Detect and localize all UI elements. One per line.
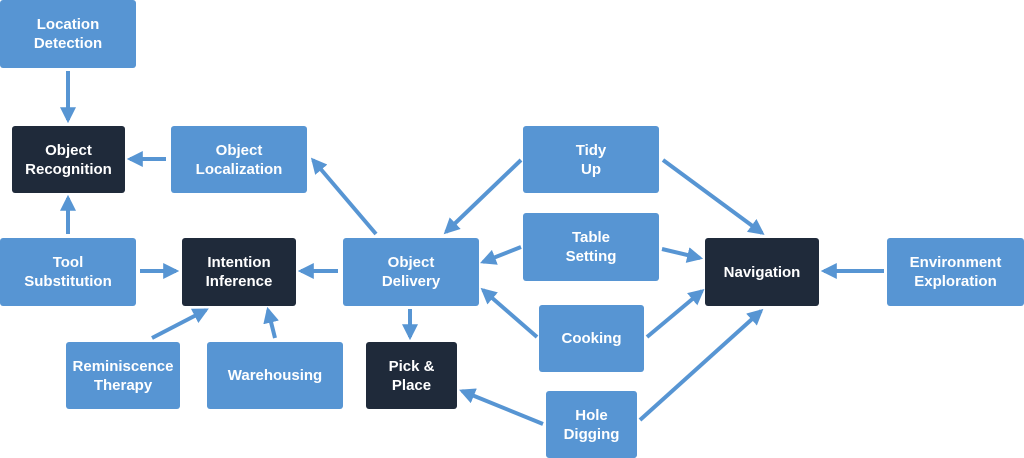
arrow-cooking-to-navigation [645, 288, 705, 339]
node-cooking: Cooking [539, 305, 644, 372]
arrow-reminiscence-therapy-to-intention-inference [151, 308, 209, 340]
node-object-recognition: Object Recognition [12, 126, 125, 193]
node-environment-exploration: Environment Exploration [887, 238, 1024, 306]
arrow-table-setting-to-object-delivery [480, 245, 522, 265]
node-warehousing: Warehousing [207, 342, 343, 409]
arrow-cooking-to-object-delivery [480, 287, 539, 339]
node-hole-digging: Hole Digging [546, 391, 637, 458]
arrow-table-setting-to-navigation [661, 247, 704, 263]
node-object-delivery: Object Delivery [343, 238, 479, 306]
node-pick-place: Pick & Place [366, 342, 457, 409]
arrow-hole-digging-to-navigation [638, 308, 764, 422]
arrow-tidy-up-to-navigation [661, 158, 765, 235]
node-object-localization: Object Localization [171, 126, 307, 193]
arrow-tidy-up-to-object-delivery [443, 158, 523, 235]
node-intention-inference: Intention Inference [182, 238, 296, 306]
node-tool-substitution: Tool Substitution [0, 238, 136, 306]
node-location-detection: Location Detection [0, 0, 136, 68]
arrow-hole-digging-to-pick-place [459, 388, 544, 426]
node-navigation: Navigation [705, 238, 819, 306]
arrow-object-delivery-to-object-localization [310, 157, 378, 236]
node-tidy-up: Tidy Up [523, 126, 659, 193]
arrow-warehousing-to-intention-inference [263, 306, 279, 339]
node-table-setting: Table Setting [523, 213, 659, 281]
node-reminiscence-therapy: Reminiscence Therapy [66, 342, 180, 409]
